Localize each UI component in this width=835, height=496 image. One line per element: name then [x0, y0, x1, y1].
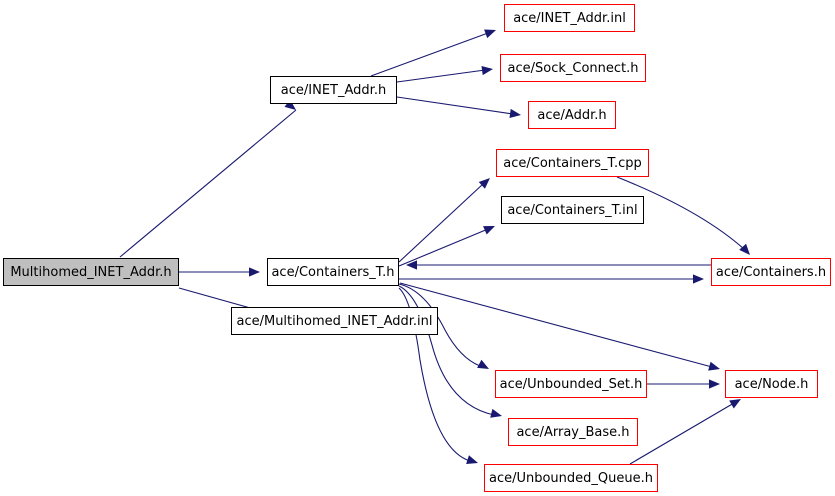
graph-edge-arrowhead	[709, 379, 720, 389]
graph-node-label: ace/Unbounded_Queue.h	[488, 470, 653, 486]
graph-node-label: ace/INET_Addr.inl	[513, 10, 626, 26]
graph-node-ace_containers_t_cpp[interactable]: ace/Containers_T.cpp	[496, 149, 649, 177]
graph-edge-ace_containers_t_cpp-to-ace_containers_h	[616, 176, 745, 250]
graph-edge-ace_containers_t_h-to-ace_unbounded_queue_h	[398, 287, 471, 462]
graph-node-ace_inet_addr_h[interactable]: ace/INET_Addr.h	[270, 76, 397, 104]
graph-edge-arrowhead	[729, 399, 741, 409]
graph-edge-arrowhead	[483, 226, 495, 235]
graph-edge-ace_containers_t_h-to-ace_node_h	[399, 282, 713, 368]
graph-edge-ace_containers_t_h-to-ace_containers_t_cpp	[398, 183, 484, 263]
graph-node-ace_inet_addr_inl[interactable]: ace/INET_Addr.inl	[504, 4, 635, 32]
graph-node-ace_addr_h[interactable]: ace/Addr.h	[528, 101, 616, 129]
graph-edge-arrowhead	[509, 108, 521, 119]
graph-edge-arrowhead	[490, 408, 502, 418]
graph-node-ace_containers_t_inl[interactable]: ace/Containers_T.inl	[501, 196, 644, 224]
graph-node-label: ace/Addr.h	[537, 107, 607, 123]
graph-edge-arrowhead	[708, 361, 720, 371]
graph-edge-arrowhead	[406, 260, 417, 270]
graph-edge-arrowhead	[739, 243, 750, 255]
graph-node-label: ace/Containers_T.cpp	[503, 155, 642, 171]
graph-node-label: ace/INET_Addr.h	[280, 82, 387, 98]
graph-node-ace_multihomed_inet_addr_inl[interactable]: ace/Multihomed_INET_Addr.inl	[231, 307, 438, 335]
graph-edge-arrowhead	[693, 274, 704, 284]
graph-edge-ace_inet_addr_h-to-ace_sock_connect_h	[396, 69, 486, 83]
graph-node-multihomed_inet_addr_h[interactable]: Multihomed_INET_Addr.h	[3, 258, 179, 286]
graph-node-ace_array_base_h[interactable]: ace/Array_Base.h	[508, 418, 638, 446]
graph-node-label: Multihomed_INET_Addr.h	[10, 264, 172, 280]
graph-edge-ace_inet_addr_h-to-ace_addr_h	[396, 96, 514, 115]
graph-edge-arrowhead	[466, 455, 478, 464]
graph-edge-ace_inet_addr_h-to-ace_inet_addr_inl	[370, 32, 489, 77]
graph-node-label: ace/Containers.h	[715, 264, 827, 280]
graph-node-ace_containers_h[interactable]: ace/Containers.h	[711, 258, 831, 286]
graph-node-label: ace/Node.h	[734, 376, 809, 392]
graph-edge-ace_unbounded_queue_h-to-ace_node_h	[629, 402, 735, 465]
graph-edge-arrowhead	[478, 178, 490, 189]
graph-edge-arrowhead	[284, 99, 296, 110]
graph-node-ace_unbounded_set_h[interactable]: ace/Unbounded_Set.h	[495, 370, 647, 398]
graph-node-ace_unbounded_queue_h[interactable]: ace/Unbounded_Queue.h	[484, 464, 658, 492]
graph-edge-ace_containers_t_h-to-ace_unbounded_set_h	[398, 283, 481, 367]
graph-edge-arrowhead	[484, 29, 496, 39]
graph-node-label: ace/Array_Base.h	[516, 424, 630, 440]
graph-node-label: ace/Multihomed_INET_Addr.inl	[236, 313, 433, 329]
graph-edge-ace_containers_t_h-to-ace_array_base_h	[398, 285, 495, 416]
graph-edge-arrowhead	[477, 359, 489, 369]
graph-edge-arrowhead	[249, 267, 260, 277]
graph-node-ace_containers_t_h[interactable]: ace/Containers_T.h	[267, 258, 399, 286]
graph-node-label: ace/Sock_Connect.h	[507, 60, 639, 76]
graph-node-label: ace/Containers_T.h	[271, 264, 395, 280]
graph-node-ace_node_h[interactable]: ace/Node.h	[725, 370, 818, 398]
graph-edge-multihomed_inet_addr_h-to-ace_inet_addr_h	[119, 109, 297, 258]
graph-node-ace_sock_connect_h[interactable]: ace/Sock_Connect.h	[500, 54, 646, 82]
graph-edge-ace_containers_t_h-to-ace_containers_t_inl	[398, 228, 489, 267]
graph-edge-arrowhead	[481, 65, 493, 76]
graph-node-label: ace/Unbounded_Set.h	[499, 376, 643, 392]
graph-node-label: ace/Containers_T.inl	[507, 202, 638, 218]
